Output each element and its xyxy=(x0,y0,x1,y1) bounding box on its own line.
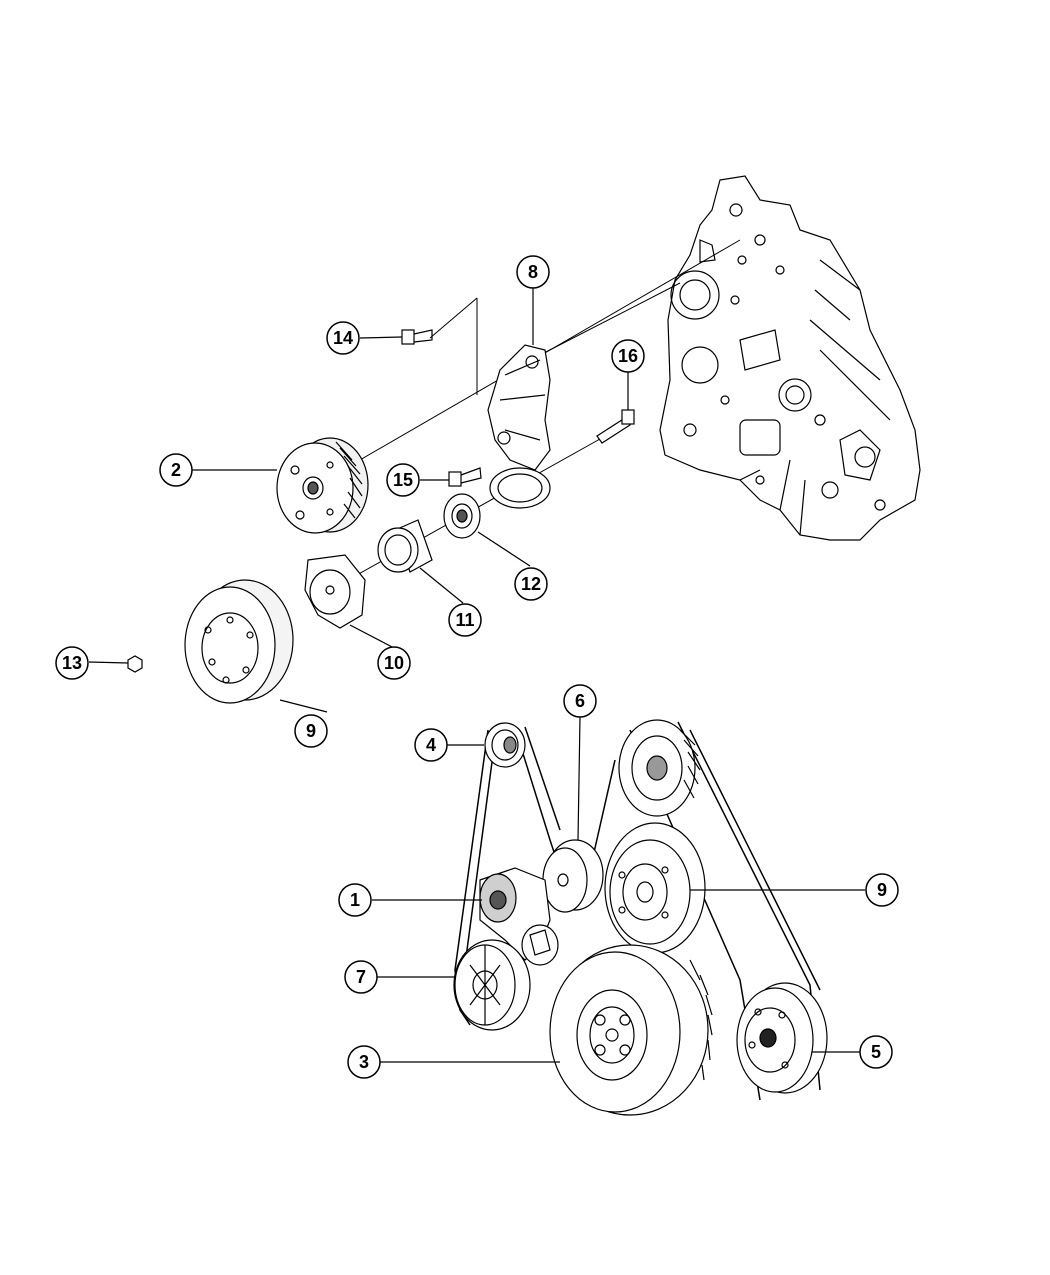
alternator-pulley xyxy=(736,982,828,1094)
idler-pulley-grooved xyxy=(276,437,369,534)
svg-text:14: 14 xyxy=(333,328,353,348)
engine-front-cover xyxy=(659,175,921,541)
svg-text:9: 9 xyxy=(306,721,316,741)
ac-compressor-pulley xyxy=(453,939,531,1031)
callout-15: 15 xyxy=(386,463,420,497)
tensioner-bracket xyxy=(487,344,551,509)
svg-text:7: 7 xyxy=(356,967,366,987)
svg-text:15: 15 xyxy=(393,470,413,490)
callout-3: 3 xyxy=(347,1045,381,1079)
callout-leaders xyxy=(88,288,865,1063)
svg-text:10: 10 xyxy=(384,653,404,673)
smooth-lower-idler xyxy=(542,839,604,913)
belt-tensioner xyxy=(479,867,559,966)
callout-5: 5 xyxy=(859,1035,893,1069)
callout-4: 4 xyxy=(414,728,448,762)
callout-1: 1 xyxy=(338,883,372,917)
callout-9-upper: 9 xyxy=(294,714,328,748)
crankshaft-damper xyxy=(549,944,713,1116)
upper-right-grooved-pulley xyxy=(618,719,701,817)
callout-7: 7 xyxy=(344,960,378,994)
callout-8: 8 xyxy=(516,255,550,289)
callout-10: 10 xyxy=(377,646,411,680)
svg-text:9: 9 xyxy=(877,880,887,900)
bracket-bolt xyxy=(401,329,433,345)
svg-text:1: 1 xyxy=(350,890,360,910)
svg-text:6: 6 xyxy=(575,691,585,711)
callout-9-lower: 9 xyxy=(865,873,899,907)
smooth-idler-pulley xyxy=(443,493,481,539)
adapter-plate xyxy=(304,554,366,629)
callout-14: 14 xyxy=(326,321,360,355)
svg-text:3: 3 xyxy=(359,1052,369,1072)
svg-text:13: 13 xyxy=(62,653,82,673)
callout-16: 16 xyxy=(611,339,645,373)
upper-idler-pulley xyxy=(484,722,526,768)
callout-11: 11 xyxy=(448,603,482,637)
svg-text:12: 12 xyxy=(521,574,541,594)
bearing-spacer xyxy=(377,519,433,573)
svg-text:5: 5 xyxy=(871,1042,881,1062)
fan-drive-pulley-installed xyxy=(604,822,706,954)
long-bolt xyxy=(596,409,635,444)
svg-text:16: 16 xyxy=(618,346,638,366)
callout-13: 13 xyxy=(55,646,89,680)
callout-6: 6 xyxy=(563,684,597,718)
callout-12: 12 xyxy=(514,567,548,601)
fan-drive-pulley xyxy=(184,579,294,704)
callout-2: 2 xyxy=(159,453,193,487)
svg-text:2: 2 xyxy=(171,460,181,480)
hex-nut xyxy=(127,655,143,673)
pulley-bolt xyxy=(448,467,482,487)
svg-text:8: 8 xyxy=(528,262,538,282)
svg-text:11: 11 xyxy=(455,610,474,630)
svg-text:4: 4 xyxy=(426,735,436,755)
